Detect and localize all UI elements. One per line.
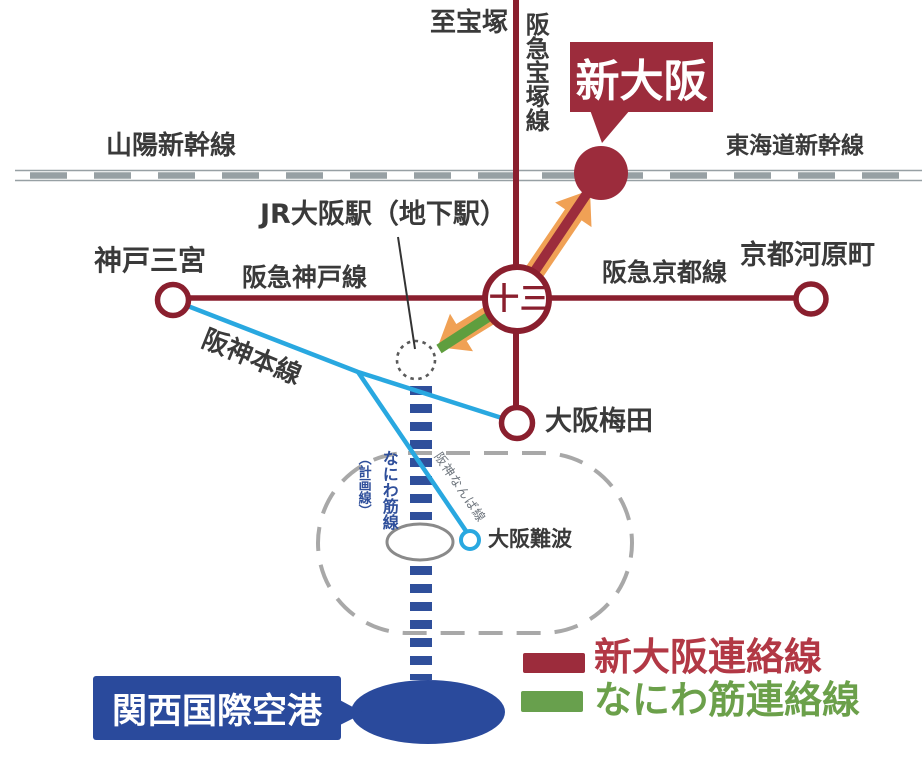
hankyu-kobe-line-label: 阪急神戸線 (242, 263, 368, 292)
kansai-airport-label: 関西国際空港 (93, 676, 341, 740)
osaka-loop-line (316, 451, 634, 635)
shin-osaka-callout: 新大阪 (570, 42, 713, 112)
loop-center-ellipse (385, 522, 455, 562)
jr-osaka-station-label: JR大阪駅（地下駅） (260, 199, 507, 230)
juso-station-circle (482, 264, 552, 334)
jr-osaka-pointer-line (397, 236, 416, 350)
legend-swatch-shin-osaka-link (523, 653, 585, 673)
kobe-sannomiya-station-circle (154, 281, 192, 319)
shin-osaka-station-dot (574, 146, 628, 200)
legend-label-shin-osaka-link: 新大阪連絡線 (594, 635, 823, 679)
legend-label-naniwasuji-link: なにわ筋連絡線 (594, 678, 861, 722)
callout-tail (590, 110, 630, 143)
tokaido-shinkansen-label: 東海道新幹線 (726, 133, 864, 159)
osaka-umeda-label: 大阪梅田 (545, 406, 653, 437)
osaka-namba-label: 大阪難波 (488, 527, 572, 551)
to-takarazuka-label: 至宝塚 (430, 8, 509, 38)
airport-label-tail (336, 698, 364, 727)
naniwasuji-planned-label: （計画線） (355, 452, 371, 517)
osaka-umeda-station-circle (498, 404, 536, 442)
naniwasuji-line-label: なにわ筋線 (379, 450, 399, 530)
shinkansen-line (15, 169, 922, 182)
juso-station-label: 十三 (489, 282, 551, 317)
hanshin-namba-line-path (356, 370, 468, 533)
kansai-airport-ellipse (351, 680, 505, 744)
legend-swatch-naniwasuji-link (521, 691, 583, 712)
osaka-namba-station-circle (459, 529, 481, 551)
jr-osaka-underground-circle (395, 339, 437, 381)
hankyu-takarazuka-line-label: 阪急宝塚線 (521, 12, 550, 132)
kyoto-kawaramachi-station-circle (793, 281, 829, 317)
kobe-sannomiya-label: 神戸三宮 (94, 244, 207, 277)
kyoto-kawaramachi-label: 京都河原町 (740, 240, 875, 271)
hankyu-kyoto-line-label: 阪急京都線 (602, 258, 728, 287)
sanyo-shinkansen-label: 山陽新幹線 (106, 131, 237, 161)
